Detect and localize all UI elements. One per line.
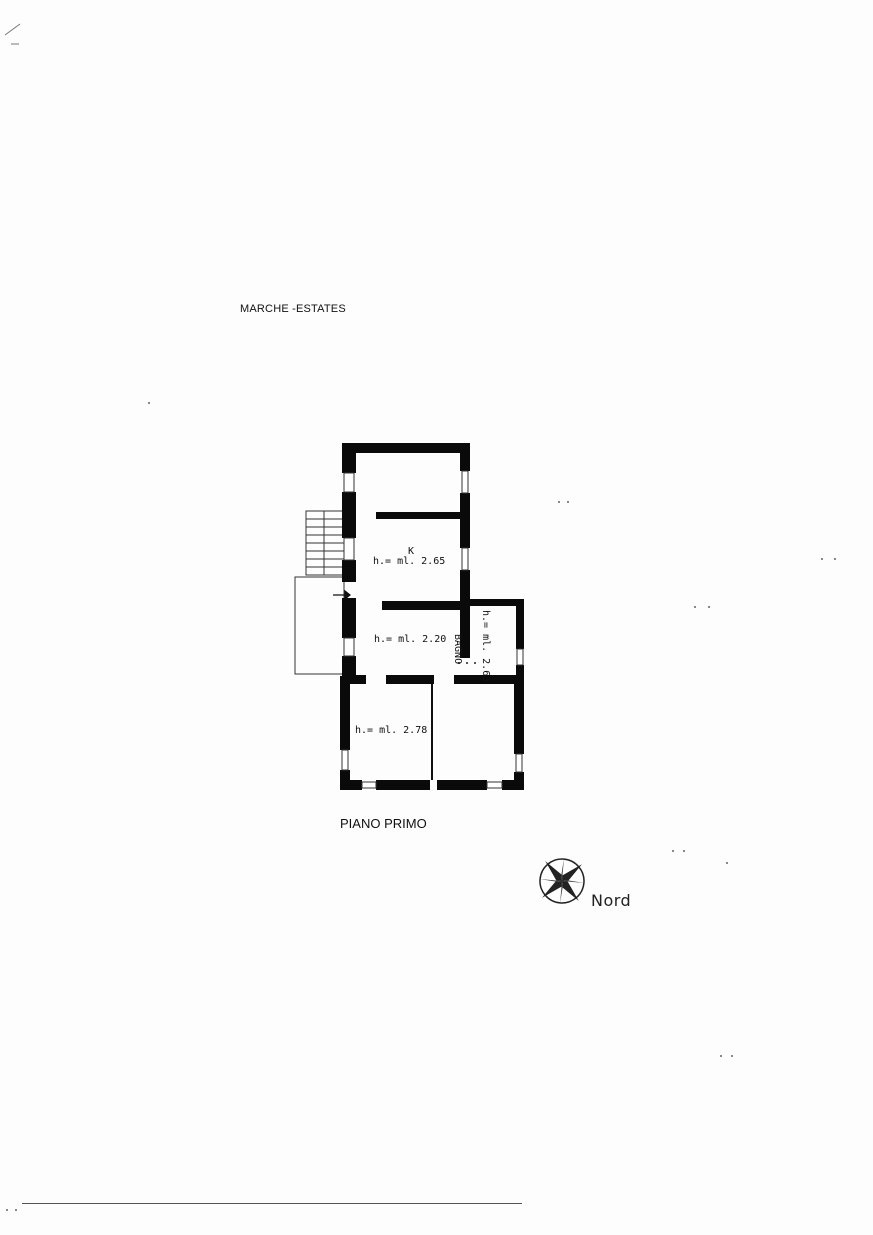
threshold-marks [458,662,476,664]
compass-rose-icon [539,858,585,904]
north-label: Nord [591,891,632,910]
agency-label: MARCHE -ESTATES [240,303,346,315]
hall-height-label: h.= ml. 2.20 [374,634,447,645]
kitchen-code-label: K [408,546,415,557]
floor-title: PIANO PRIMO [340,816,427,831]
landing [294,576,345,675]
corner-mark [4,23,21,45]
bedroom-height-label: h.= ml. 2.78 [355,725,428,736]
kitchen-height-label: h.= ml. 2.65 [373,556,446,567]
windows [341,470,524,789]
entry-arrow [333,589,351,601]
bottom-rule [22,1203,522,1204]
staircase [305,510,345,576]
scan-specks [6,402,836,1211]
walls [340,443,524,790]
bathroom-name-label: BAGNO [452,634,463,665]
bathroom-height-label: h.= ml. 2.65 [480,610,491,683]
